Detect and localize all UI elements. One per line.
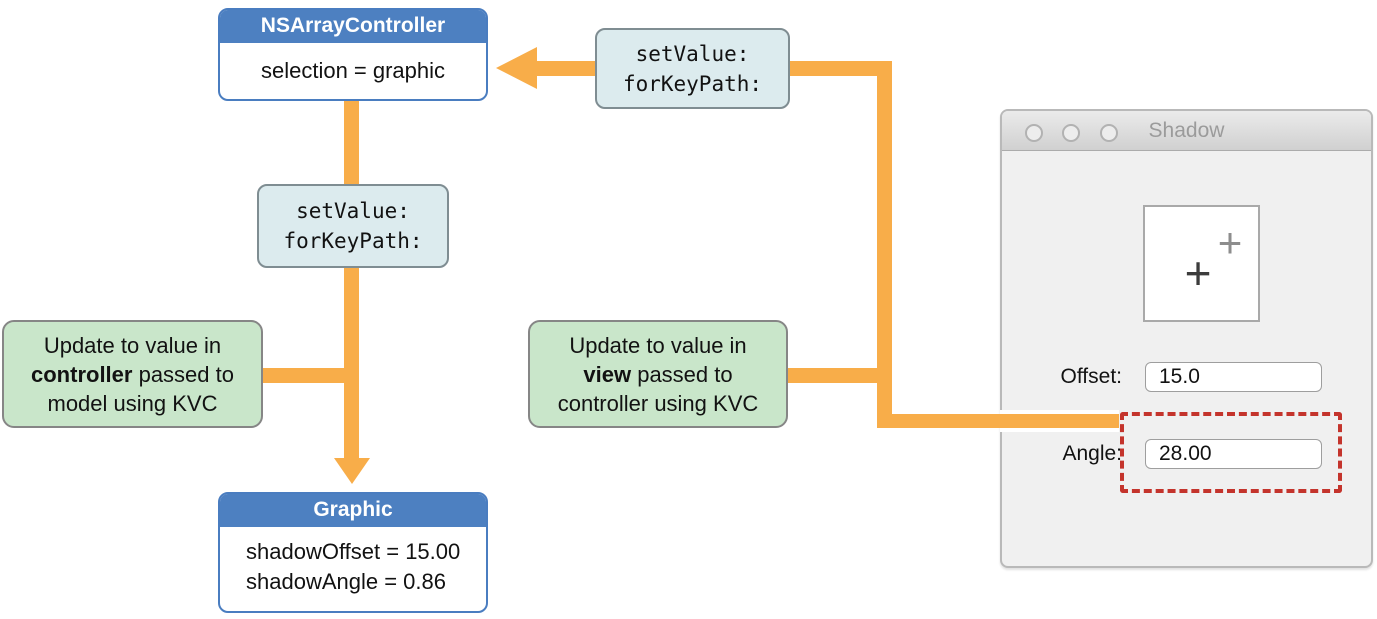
angle-label: Angle: — [1062, 442, 1122, 465]
node-title: Graphic — [220, 494, 486, 527]
note-line: controller passed to — [31, 360, 234, 389]
offset-field[interactable] — [1145, 362, 1322, 392]
arrow-right-vertical — [877, 61, 892, 428]
arrow-down-head-icon — [334, 458, 370, 484]
shadow-preview-area: + + — [1143, 205, 1260, 322]
angle-highlight-outline — [1120, 412, 1342, 493]
plus-icon: + — [1184, 247, 1212, 299]
plus-icon: + — [1217, 219, 1243, 266]
note-bold-word: view — [583, 361, 632, 387]
close-button[interactable] — [1025, 124, 1043, 142]
property-line: shadowAngle = 0.86 — [246, 569, 446, 594]
note-update-controller: Update to value in controller passed to … — [2, 320, 263, 428]
window-titlebar[interactable]: Shadow — [1002, 111, 1371, 151]
node-nsarraycontroller: NSArrayController selection = graphic — [218, 8, 488, 101]
note-update-view: Update to value in view passed to contro… — [528, 320, 788, 428]
zoom-button[interactable] — [1100, 124, 1118, 142]
connector-view-note — [787, 368, 877, 383]
node-body: shadowOffset = 15.00 shadowAngle = 0.86 — [220, 527, 486, 597]
method-line: setValue: — [635, 41, 750, 66]
arrow-from-window-halo — [1000, 410, 1119, 432]
arrow-controller-to-model — [344, 100, 359, 458]
node-setvalue-forkeypath-top: setValue: forKeyPath: — [595, 28, 790, 109]
minimize-button[interactable] — [1062, 124, 1080, 142]
note-bold-word: controller — [31, 361, 133, 387]
window-title: Shadow — [1148, 119, 1225, 142]
note-line: Update to value in — [43, 332, 222, 358]
node-body: selection = graphic — [260, 58, 446, 83]
note-line: controller using KVC — [557, 390, 759, 416]
method-line: forKeyPath: — [283, 229, 423, 253]
note-line: model using KVC — [47, 390, 218, 416]
note-line: view passed to — [583, 360, 732, 389]
angle-field[interactable] — [1145, 439, 1322, 469]
node-setvalue-forkeypath-middle: setValue: forKeyPath: — [257, 184, 449, 268]
node-graphic: Graphic shadowOffset = 15.00 shadowAngle… — [218, 492, 488, 613]
note-line-rest: passed to — [132, 361, 234, 387]
node-title: NSArrayController — [220, 10, 486, 43]
method-line: forKeyPath: — [622, 71, 763, 96]
arrow-left-head-icon — [496, 47, 537, 89]
method-line: setValue: — [296, 199, 410, 223]
connector-controller-note — [262, 368, 359, 383]
note-line-rest: passed to — [631, 361, 733, 387]
shadow-inspector-window: Shadow + + Offset: Angle: — [1000, 109, 1373, 568]
property-line: shadowOffset = 15.00 — [246, 539, 461, 564]
note-line: Update to value in — [569, 332, 747, 358]
arrow-from-window — [877, 414, 1000, 428]
offset-label: Offset: — [1060, 365, 1122, 388]
